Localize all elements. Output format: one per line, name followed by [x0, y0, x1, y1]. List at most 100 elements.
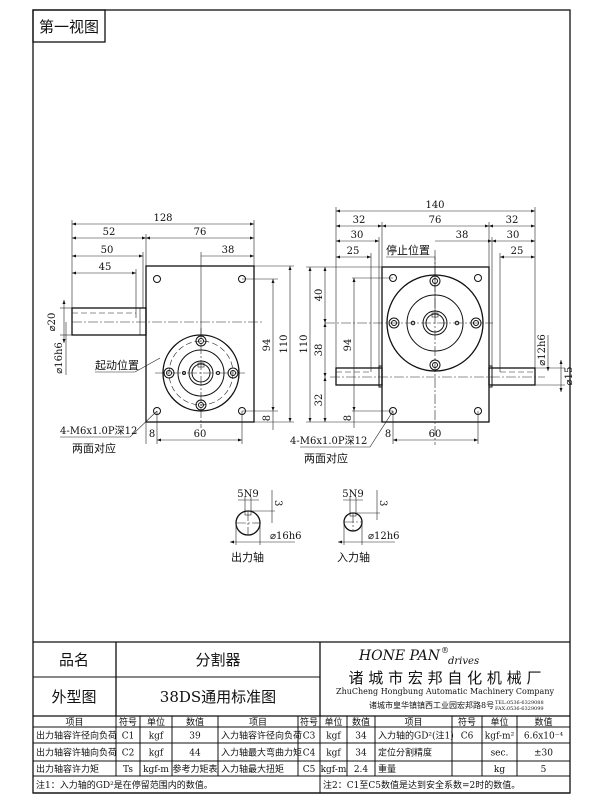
- company-fax: FAX:0536-6329099: [495, 706, 544, 712]
- table-cell: 34: [355, 732, 367, 742]
- table-cell: 5: [541, 765, 547, 775]
- svg-text:⌀15: ⌀15: [564, 367, 575, 386]
- output-shaft-section: 5N9 3 ⌀16h6 出力轴: [230, 489, 302, 564]
- flange-bolt-holes: [388, 275, 482, 371]
- table-cell: C3: [303, 732, 316, 742]
- svg-text:®: ®: [441, 646, 449, 655]
- svg-text:⌀16h6: ⌀16h6: [54, 342, 65, 374]
- table-cell: 39: [189, 732, 201, 742]
- table-cell: 入力轴最大弯曲力矩: [221, 747, 302, 759]
- note-1: 注1：入力轴的GD²是在停留范围内的数值。: [36, 779, 213, 791]
- left-view: 128 52 76 50 38 45 94 110 8 8 60 ⌀20 ⌀16…: [47, 213, 294, 455]
- svg-text:8: 8: [385, 429, 391, 440]
- table-cell: C4: [303, 749, 316, 759]
- company-name-en: ZhuCheng Hongbung Automatic Machinery Co…: [336, 687, 554, 696]
- svg-text:⌀16h6: ⌀16h6: [270, 531, 302, 542]
- table-cell: 定位分割精度: [378, 747, 432, 759]
- table-cell: kgf: [326, 732, 341, 742]
- table-cell: C2: [122, 749, 135, 759]
- product-name: 分割器: [195, 651, 240, 669]
- table-cell: kgf-m: [143, 765, 169, 775]
- table-header: 数值: [352, 716, 370, 728]
- svg-text:HONE PAN: HONE PAN: [358, 648, 441, 664]
- svg-text:94: 94: [343, 339, 354, 352]
- svg-text:入力轴: 入力轴: [337, 550, 370, 564]
- table-cell: C6: [461, 732, 474, 742]
- housing-outline: [145, 265, 255, 423]
- housing-outline: [381, 266, 490, 423]
- view-title: 第一视图: [39, 18, 99, 36]
- right-view: 140 32 76 32 30 38 30 25 25 110 40 38 32…: [290, 200, 575, 465]
- table-header: 符号: [458, 716, 476, 728]
- table-cell: Ts: [123, 765, 133, 775]
- company-name-cn: 诸 城 市 宏 邦 自 化 机 械 厂: [349, 669, 542, 687]
- svg-text:25: 25: [511, 246, 524, 257]
- table-cell: 参考力矩表: [172, 763, 217, 775]
- mounting-holes: [153, 275, 246, 415]
- table-header: 项目: [404, 717, 422, 728]
- stop-position-callout: 停止位置: [386, 243, 430, 257]
- table-cell: 2.4: [354, 765, 369, 775]
- input-shaft-right: [488, 367, 536, 386]
- flange-bolt-holes: [163, 335, 239, 411]
- svg-text:8: 8: [262, 415, 273, 421]
- table-cell: 入力轴的GD²(注1): [378, 730, 454, 742]
- svg-text:两面对应: 两面对应: [72, 441, 116, 455]
- table-header: 单位: [147, 716, 165, 728]
- note-2: 注2：C1至C5数值是达到安全系数=2时的数值。: [323, 779, 520, 791]
- svg-text:32: 32: [506, 215, 519, 226]
- svg-text:8: 8: [149, 429, 155, 440]
- table-cell: 出力轴容许轴向负荷: [36, 747, 117, 759]
- company-tel: TEL:0536-6329088: [495, 700, 544, 706]
- svg-text:50: 50: [101, 245, 114, 256]
- table-header: 项目: [249, 717, 267, 728]
- table-header: 数值: [186, 716, 204, 728]
- svg-text:⌀20: ⌀20: [47, 313, 58, 332]
- title-block: 品名 分割器 外型图 38DS通用标准图 HONE PAN ® drives 诸…: [33, 641, 570, 717]
- svg-text:5N9: 5N9: [342, 489, 363, 500]
- table-cell: C1: [122, 732, 135, 742]
- svg-text:60: 60: [429, 429, 442, 440]
- table-cell: 34: [355, 749, 367, 759]
- table-cell: kgf: [149, 732, 164, 742]
- table-header: 符号: [300, 716, 318, 728]
- table-header: 数值: [534, 716, 552, 728]
- table-cell: ±30: [534, 749, 553, 759]
- input-shaft-section: 5N9 3 ⌀12h6 入力轴: [337, 489, 400, 564]
- svg-text:⌀12h6: ⌀12h6: [368, 531, 400, 542]
- company-logo: HONE PAN ® drives: [358, 646, 479, 667]
- svg-text:出力轴: 出力轴: [231, 550, 264, 564]
- table-cell: 出力轴容许力矩: [36, 763, 99, 775]
- svg-text:32: 32: [314, 394, 325, 407]
- svg-text:3: 3: [377, 500, 388, 506]
- table-header: 符号: [119, 716, 137, 728]
- table-cell: kgf-m²: [485, 732, 515, 742]
- mounting-hole-callout: 4-M6x1.0P深12: [290, 435, 367, 447]
- svg-text:110: 110: [279, 334, 290, 353]
- svg-text:76: 76: [429, 215, 442, 226]
- table-header: 单位: [490, 716, 508, 728]
- svg-text:45: 45: [99, 262, 112, 273]
- svg-text:76: 76: [194, 227, 207, 238]
- table-cell: kgf-m: [321, 765, 347, 775]
- svg-text:38: 38: [314, 344, 325, 357]
- svg-text:110: 110: [299, 334, 310, 353]
- table-header: 单位: [324, 716, 342, 728]
- svg-text:40: 40: [314, 289, 325, 302]
- svg-text:8: 8: [343, 415, 354, 421]
- table-header: 项目: [65, 717, 83, 728]
- svg-text:128: 128: [153, 213, 172, 224]
- svg-text:drives: drives: [448, 656, 479, 667]
- input-shaft-left: [335, 367, 383, 386]
- svg-text:140: 140: [425, 200, 444, 211]
- table-cell: 入力轴容许径向负荷: [221, 730, 302, 742]
- drawing-type: 38DS通用标准图: [160, 688, 276, 706]
- svg-text:52: 52: [103, 227, 116, 238]
- view-title-box: [32, 9, 106, 43]
- table-cell: 44: [189, 749, 201, 759]
- svg-text:两面对应: 两面对应: [304, 451, 348, 465]
- svg-text:3: 3: [272, 500, 283, 506]
- table-cell: kgf: [326, 749, 341, 759]
- svg-text:32: 32: [353, 215, 366, 226]
